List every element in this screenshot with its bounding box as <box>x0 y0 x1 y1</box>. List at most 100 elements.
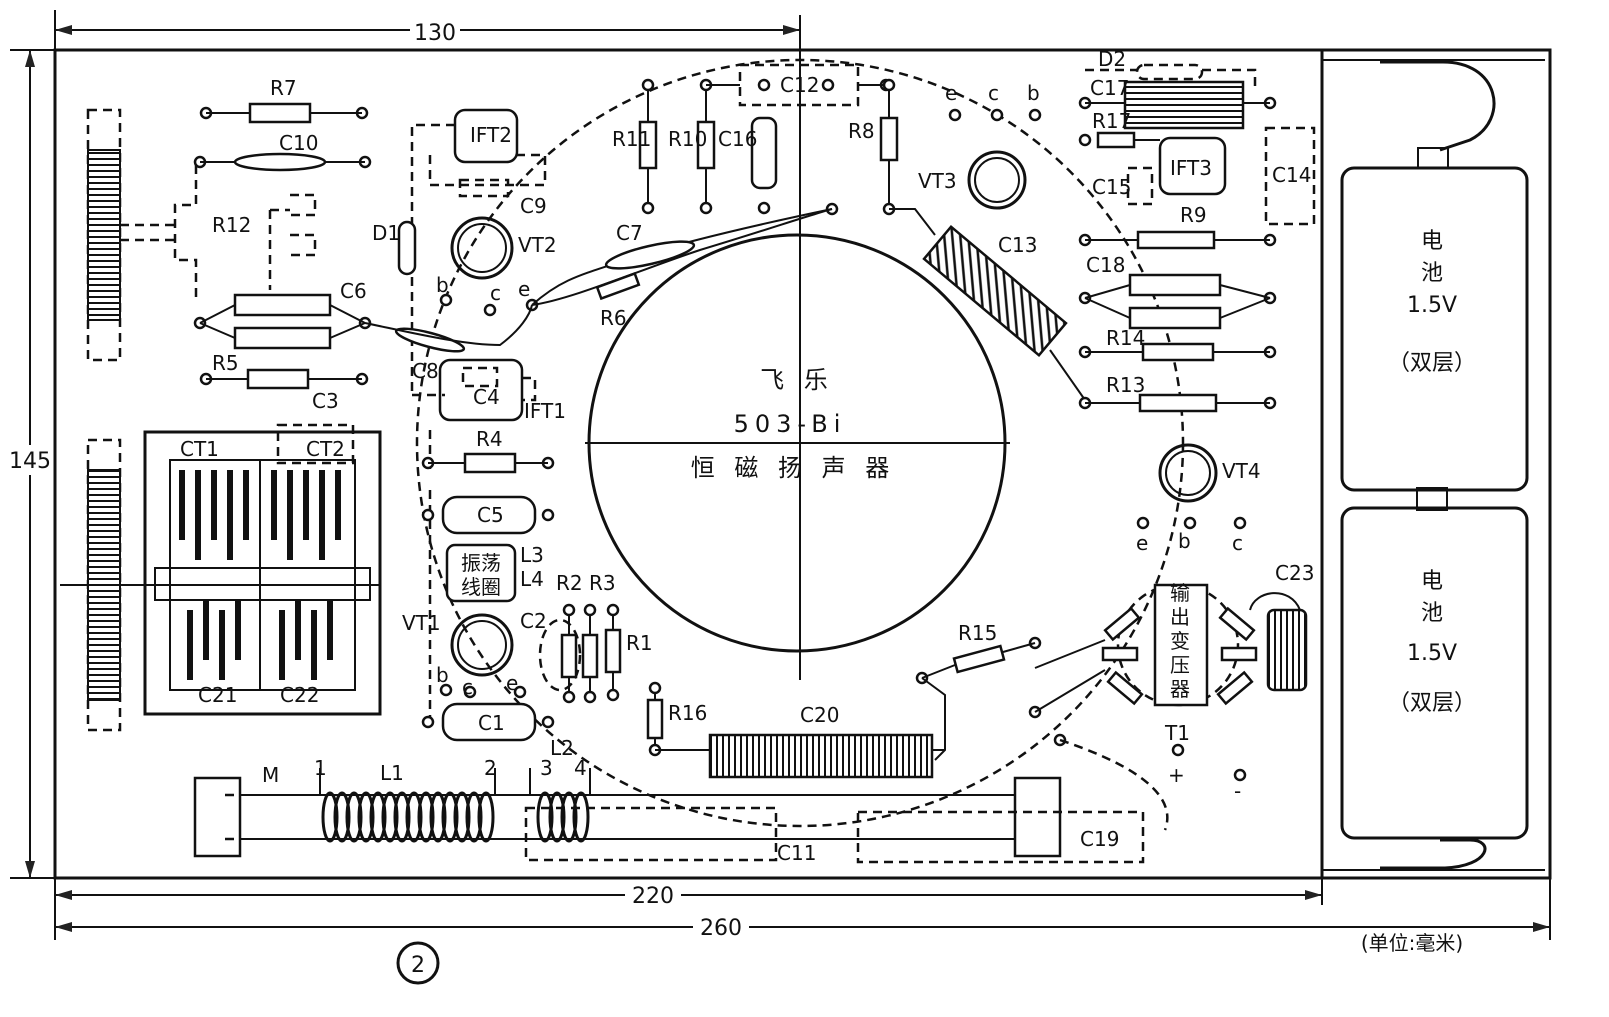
dimension-left: 145 <box>9 449 51 474</box>
label-r4: R4 <box>476 427 503 451</box>
label-pin1: 1 <box>314 756 327 780</box>
battery-bottom-voltage: 1.5V <box>1407 641 1457 666</box>
label-vt1-c: c <box>462 675 473 699</box>
battery-bottom-label-1: 电 <box>1421 569 1443 594</box>
label-ct1: CT1 <box>180 437 219 461</box>
osc-coil-line2: 线圈 <box>461 575 501 599</box>
label-l3: L3 <box>520 543 544 567</box>
battery-top-label-2: 池 <box>1421 261 1443 286</box>
label-c18: C18 <box>1086 253 1125 277</box>
label-pin4: 4 <box>574 756 587 780</box>
transformer-line2: 出 <box>1170 605 1190 629</box>
label-pin2: 2 <box>484 756 497 780</box>
label-minus: - <box>1234 779 1241 803</box>
label-vt2: VT2 <box>518 233 557 257</box>
label-vt2-c: c <box>490 281 501 305</box>
speaker-model: 503-Bi <box>734 410 847 438</box>
top-middle-components <box>531 63 899 306</box>
label-r12: R12 <box>212 213 251 237</box>
label-t1: T1 <box>1164 721 1190 745</box>
label-c20: C20 <box>800 703 839 727</box>
r1-r2-r3-area <box>538 603 622 704</box>
label-c8: C8 <box>412 359 439 383</box>
label-c1: C1 <box>478 711 505 735</box>
label-r14: R14 <box>1106 326 1145 350</box>
label-vt4-c: c <box>1232 531 1243 555</box>
battery-bottom-label-2: 池 <box>1421 601 1443 626</box>
label-c10: C10 <box>279 131 318 155</box>
battery-top-voltage: 1.5V <box>1407 293 1457 318</box>
osc-area <box>421 452 555 742</box>
label-c5: C5 <box>477 503 504 527</box>
label-c22: C22 <box>280 683 319 707</box>
label-c4: C4 <box>473 385 500 409</box>
label-r16: R16 <box>668 701 707 725</box>
board-outline <box>53 48 1552 880</box>
label-r1: R1 <box>626 631 653 655</box>
label-c21: C21 <box>198 683 237 707</box>
label-c14: C14 <box>1272 163 1311 187</box>
r16-c20-area <box>646 681 945 779</box>
label-pin3: 3 <box>540 756 553 780</box>
label-c23: C23 <box>1275 561 1314 585</box>
top-left-components <box>173 102 372 390</box>
label-d1: D1 <box>372 221 400 245</box>
label-c12: C12 <box>780 73 819 97</box>
label-r15: R15 <box>958 621 997 645</box>
label-vt3: VT3 <box>918 169 957 193</box>
osc-coil-line1: 振荡 <box>461 551 501 575</box>
label-l4: L4 <box>520 567 544 591</box>
label-vt4-e: e <box>1136 531 1148 555</box>
label-vt3-e: e <box>945 81 957 105</box>
output-transformer-area <box>915 583 1308 831</box>
transformer-line3: 变 <box>1170 629 1190 653</box>
dimension-inner-bottom: 220 <box>632 884 674 909</box>
label-vt1-e: e <box>506 671 518 695</box>
speaker <box>415 58 1185 828</box>
label-m: M <box>262 763 279 787</box>
label-vt2-e: e <box>518 277 530 301</box>
label-r5: R5 <box>212 351 239 375</box>
label-plus: + <box>1168 763 1185 787</box>
label-r6: R6 <box>600 306 627 330</box>
label-r17: R17 <box>1092 109 1131 133</box>
tuning-capacitor <box>143 423 382 716</box>
label-r7: R7 <box>270 76 297 100</box>
label-r2-r3: R2 R3 <box>556 571 616 595</box>
ferrite-antenna <box>193 768 1145 864</box>
label-c6: C6 <box>340 279 367 303</box>
ift2-vt2-area <box>397 108 547 395</box>
transformer-line1: 输 <box>1170 581 1190 605</box>
dimension-top: 130 <box>414 21 456 46</box>
label-ift1: IFT1 <box>524 399 566 423</box>
label-r10: R10 <box>668 127 707 151</box>
label-l2: L2 <box>550 736 574 760</box>
battery-top-note: （双层） <box>1388 351 1476 376</box>
label-c7: C7 <box>616 221 643 245</box>
label-c16: C16 <box>718 127 757 151</box>
figure-number-circle <box>396 941 440 985</box>
label-r8: R8 <box>848 119 875 143</box>
label-ct2: CT2 <box>306 437 345 461</box>
dimension-lines <box>10 10 1551 940</box>
unit-note: (单位:毫米) <box>1361 931 1463 955</box>
label-r11: R11 <box>612 127 651 151</box>
battery-bottom-note: （双层） <box>1388 691 1476 716</box>
dimension-outer-bottom: 260 <box>700 916 742 941</box>
speaker-brand: 飞 乐 <box>760 366 834 394</box>
label-l1: L1 <box>380 761 404 785</box>
label-vt3-b: b <box>1027 81 1040 105</box>
label-c11: C11 <box>777 841 816 865</box>
vt3-area <box>889 108 1086 401</box>
label-vt4: VT4 <box>1222 459 1261 483</box>
transformer-line4: 压 <box>1170 653 1190 677</box>
label-r9: R9 <box>1180 203 1207 227</box>
label-c15: C15 <box>1092 175 1131 199</box>
battery-compartment <box>1340 60 1529 870</box>
label-vt1: VT1 <box>402 611 441 635</box>
label-c13: C13 <box>998 233 1037 257</box>
label-c3: C3 <box>312 389 339 413</box>
label-vt4-b: b <box>1178 529 1191 553</box>
label-ift2: IFT2 <box>470 123 512 147</box>
